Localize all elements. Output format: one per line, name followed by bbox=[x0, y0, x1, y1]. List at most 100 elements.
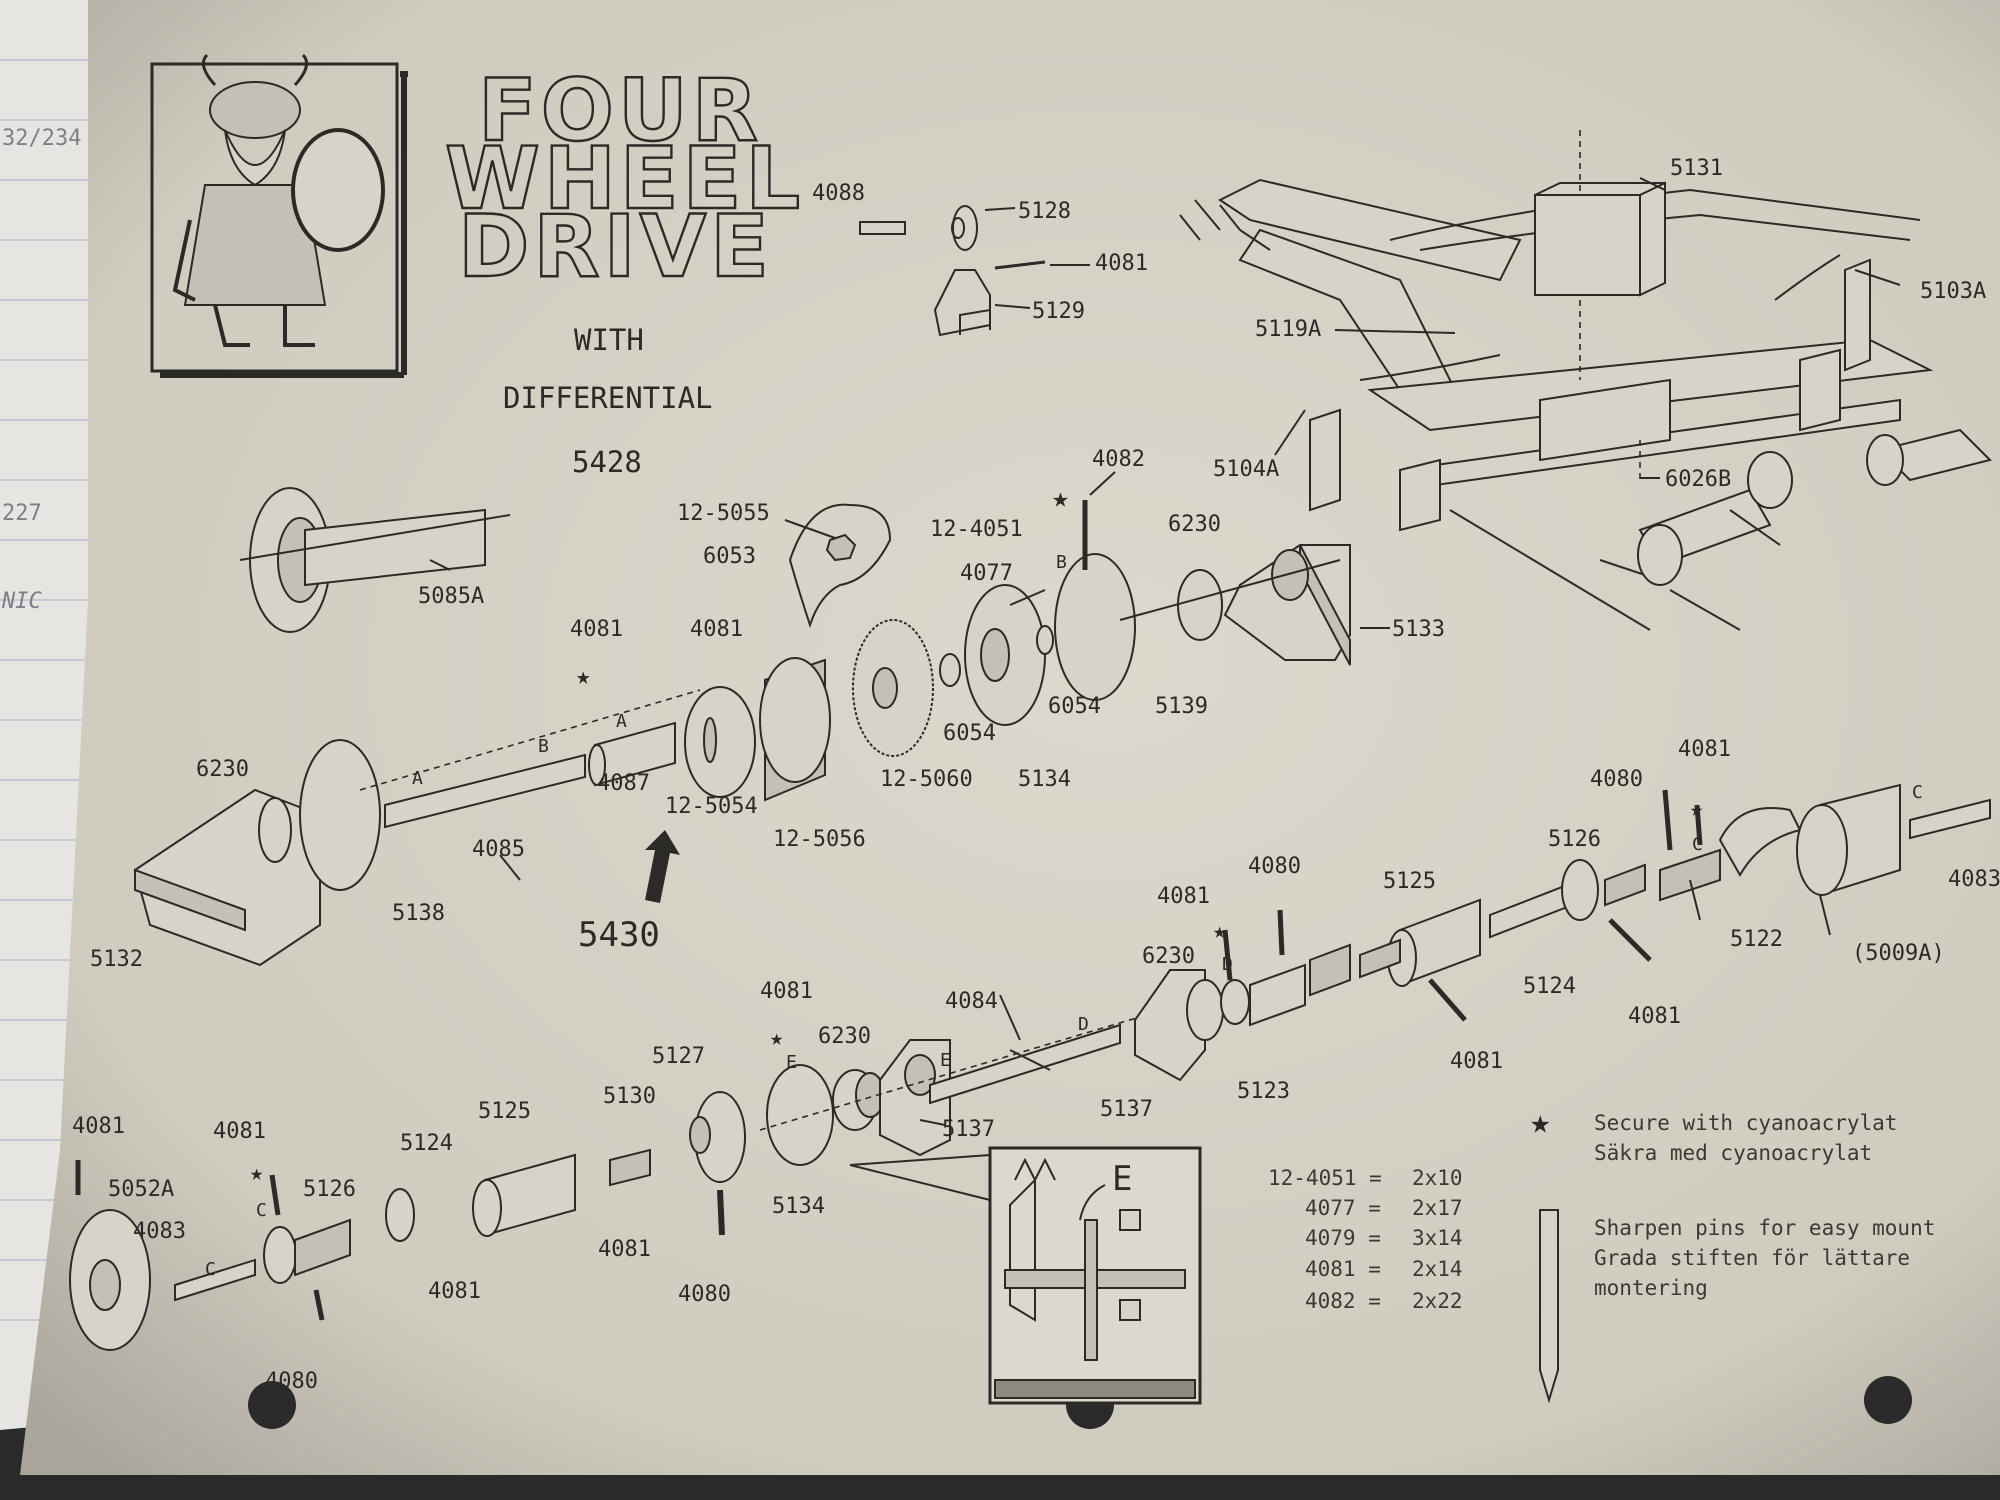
pulley-bracket-drawing bbox=[859, 205, 1046, 337]
part-label: 12-5056 bbox=[773, 827, 866, 852]
part-label: 5131 bbox=[1670, 156, 1723, 181]
pin-size-table: 12-4051 = 2x10 4077 = 2x17 4079 = 3x14 4… bbox=[1268, 1166, 1463, 1313]
part-label: 5127 bbox=[652, 1044, 705, 1069]
letter-marker: C bbox=[205, 1259, 216, 1280]
pin-size-value: 2x22 bbox=[1412, 1289, 1463, 1313]
front-axle-assembly-drawing bbox=[133, 487, 1351, 967]
pin-size-value: 3x14 bbox=[1412, 1226, 1463, 1250]
margin-note-top: 32/234 bbox=[2, 126, 81, 151]
letter-marker: E bbox=[786, 1052, 797, 1073]
letter-marker: D bbox=[1078, 1014, 1089, 1035]
punch-hole-left bbox=[248, 1381, 296, 1429]
subtitle-with: WITH bbox=[574, 323, 644, 357]
part-label: 4081 bbox=[598, 1237, 651, 1262]
title-wheel: WHEEL bbox=[445, 129, 804, 229]
legend-pin-sv-2: montering bbox=[1594, 1276, 1708, 1300]
part-label: 6053 bbox=[703, 544, 756, 569]
part-label: 4083 bbox=[1948, 867, 2000, 892]
part-label: 6054 bbox=[1048, 694, 1101, 719]
letter-marker: B bbox=[1056, 552, 1067, 573]
title-block: FOUR WHEEL DRIVE WITH DIFFERENTIAL 5428 bbox=[444, 60, 804, 479]
chassis-frame-drawing bbox=[1179, 130, 1992, 631]
part-label: 5125 bbox=[478, 1099, 531, 1124]
part-label: 5126 bbox=[1548, 827, 1601, 852]
inset-detail-e: E bbox=[849, 1146, 1202, 1405]
pin-size-value: 2x14 bbox=[1412, 1257, 1463, 1281]
part-label: 4081 bbox=[570, 617, 623, 642]
part-label: 5085A bbox=[418, 584, 484, 609]
part-label: 5123 bbox=[1237, 1079, 1290, 1104]
star-icon: ★ bbox=[1052, 481, 1069, 514]
part-label: 5130 bbox=[603, 1084, 656, 1109]
part-label: 4081 bbox=[428, 1279, 481, 1304]
part-label: 5124 bbox=[1523, 974, 1576, 999]
letter-marker: C bbox=[1692, 834, 1703, 855]
legend-star-en: Secure with cyanoacrylat bbox=[1594, 1111, 1897, 1135]
part-label: 4080 bbox=[678, 1282, 731, 1307]
legend-star-sv: Säkra med cyanoacrylat bbox=[1594, 1141, 1872, 1165]
pin-size-part: 4079 = bbox=[1305, 1226, 1381, 1250]
part-label: 4081 bbox=[1678, 737, 1731, 762]
part-label: 4081 bbox=[72, 1114, 125, 1139]
star-icon: ★ bbox=[1690, 797, 1703, 822]
part-label: 4080 bbox=[1590, 767, 1643, 792]
margin-note-middle: 227 bbox=[2, 501, 42, 526]
instruction-sheet bbox=[20, 0, 2000, 1475]
part-label: 4082 bbox=[1092, 447, 1145, 472]
pin-size-part: 4081 = bbox=[1305, 1257, 1381, 1281]
star-icon: ★ bbox=[770, 1026, 783, 1051]
letter-marker: B bbox=[538, 736, 549, 757]
inset-label-e: E bbox=[1112, 1159, 1132, 1199]
part-label: 12-5060 bbox=[880, 767, 973, 792]
title-four: FOUR bbox=[478, 61, 762, 161]
part-label: 4087 bbox=[597, 771, 650, 796]
part-label: 4083 bbox=[133, 1219, 186, 1244]
legend-pin-en: Sharpen pins for easy mount bbox=[1594, 1216, 1935, 1240]
part-label: 4077 bbox=[960, 561, 1013, 586]
part-label: 4081 bbox=[1628, 1004, 1681, 1029]
star-icon: ★ bbox=[576, 662, 590, 690]
part-label: 5103A bbox=[1920, 279, 1986, 304]
part-label: 12-4051 bbox=[930, 517, 1023, 542]
part-label: 5126 bbox=[303, 1177, 356, 1202]
punch-hole-right bbox=[1864, 1376, 1912, 1424]
part-label: 6230 bbox=[196, 757, 249, 782]
part-label: 6026B bbox=[1665, 467, 1731, 492]
pin-size-part: 4077 = bbox=[1305, 1196, 1381, 1220]
part-label: 5139 bbox=[1155, 694, 1208, 719]
part-label: 5134 bbox=[1018, 767, 1071, 792]
subtitle-differential: DIFFERENTIAL bbox=[503, 381, 713, 415]
letter-marker: D bbox=[1222, 954, 1233, 975]
part-label: 4081 bbox=[760, 979, 813, 1004]
part-label: 5129 bbox=[1032, 299, 1085, 324]
part-label: 5132 bbox=[90, 947, 143, 972]
pin-size-part: 4082 = bbox=[1305, 1289, 1381, 1313]
part-number-labels: 5131 4088 5128 4081 5129 5103A 5119A 510… bbox=[72, 156, 2000, 1394]
part-label: 4080 bbox=[1248, 854, 1301, 879]
part-label: 5138 bbox=[392, 901, 445, 926]
pin-size-part: 12-4051 = bbox=[1268, 1166, 1382, 1190]
sharpened-pin-icon bbox=[1539, 1209, 1559, 1404]
letter-marker: A bbox=[616, 711, 627, 732]
part-label: 4088 bbox=[812, 181, 865, 206]
part-label: 4081 bbox=[1157, 884, 1210, 909]
part-label: 5137 bbox=[1100, 1097, 1153, 1122]
part-label: 4081 bbox=[1095, 251, 1148, 276]
part-label: 5124 bbox=[400, 1131, 453, 1156]
margin-note-lower: NIC bbox=[1, 589, 42, 614]
part-label: 4081 bbox=[1450, 1049, 1503, 1074]
part-label: 4084 bbox=[945, 989, 998, 1014]
letter-marker: E bbox=[940, 1050, 951, 1071]
letter-marker: A bbox=[412, 768, 423, 789]
part-label: 6054 bbox=[943, 721, 996, 746]
part-label: 5122 bbox=[1730, 927, 1783, 952]
part-label: 4080 bbox=[265, 1369, 318, 1394]
cyanoacrylate-star-markers: ★ ★ ★ ★ ★ ★ bbox=[250, 481, 1703, 1186]
part-label: 12-5054 bbox=[665, 794, 758, 819]
assembly-number-label: 5430 bbox=[578, 915, 660, 955]
part-label: 6230 bbox=[1142, 944, 1195, 969]
part-label: 5125 bbox=[1383, 869, 1436, 894]
part-label: 5104A bbox=[1213, 457, 1279, 482]
